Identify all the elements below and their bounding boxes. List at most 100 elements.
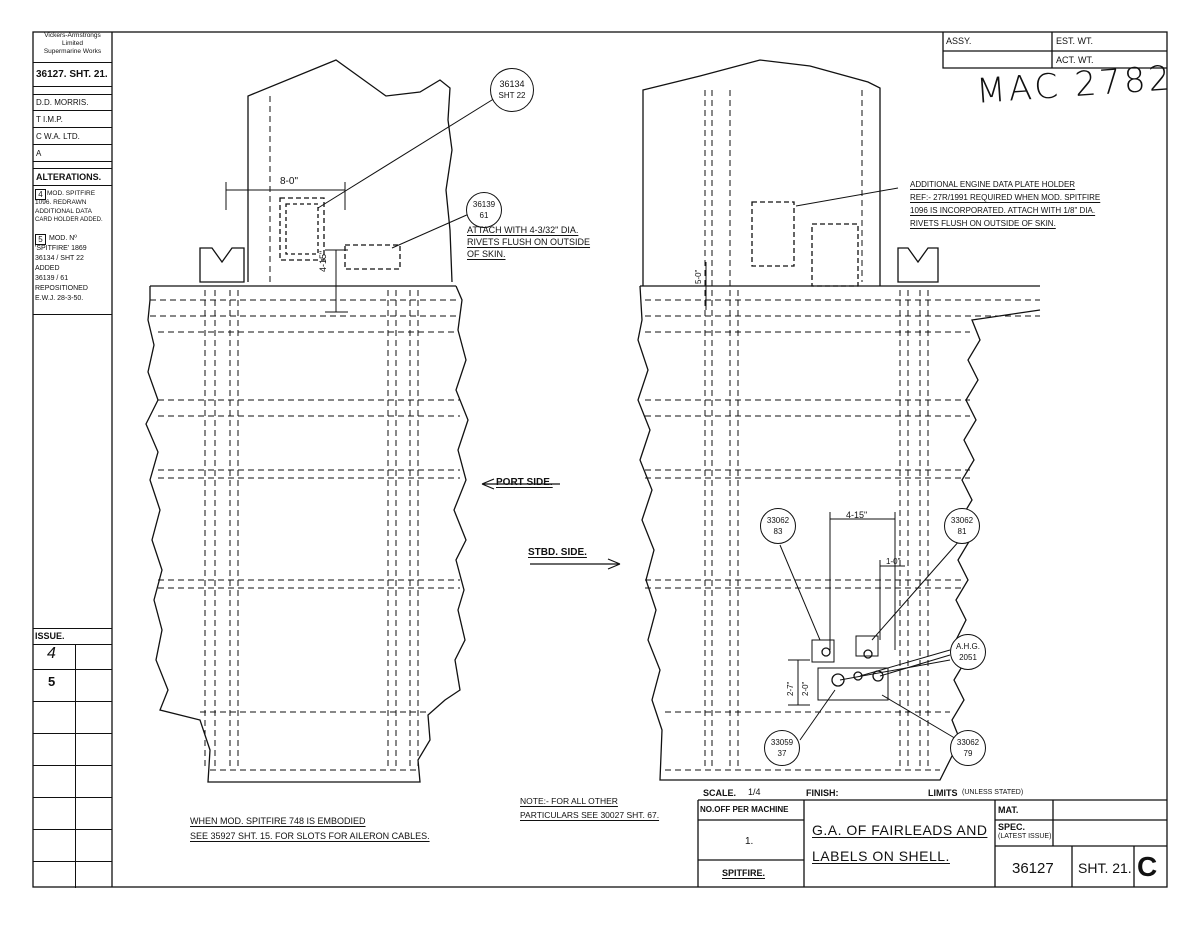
limits-sub: (UNLESS STATED) (962, 789, 1024, 796)
alteration-4-line: CARD HOLDER ADDED. (35, 217, 103, 223)
port-view-hidden-lines (150, 96, 460, 771)
balloon-sheet: 79 (963, 749, 973, 758)
dim-span: 4-15" (846, 510, 868, 520)
alteration-5-line: E.W.J. 28-3-50. (35, 295, 84, 302)
balloon-ahg-2051: A.H.G. 2051 (950, 634, 986, 670)
draughtsman-cell: D.D. MORRIS. (33, 94, 112, 111)
balloon-part: 33059 (770, 738, 794, 747)
issue-rule (33, 829, 112, 830)
issue-rule (33, 797, 112, 798)
finish-label: FINISH: (806, 788, 839, 798)
data-plate-note-line: REF:- 27R/1991 REQUIRED WHEN MOD. SPITFI… (910, 193, 1101, 202)
issue-col-rule (75, 644, 76, 888)
balloon-part: 33062 (766, 516, 790, 525)
balloon-part: 33062 (956, 738, 980, 747)
spec-sub: (LATEST ISSUE) (998, 833, 1052, 840)
alteration-5: 5 MOD. Nº 'SPITFIRE' 1869 36134 / SHT 22… (33, 233, 112, 319)
issue-rule (33, 765, 112, 766)
balloon-36139: 36139 61 (466, 192, 502, 228)
balloon-sheet: 61 (479, 211, 489, 220)
port-view-fittings (225, 182, 401, 313)
dim-top: 5-0" (694, 269, 703, 284)
other-note-line: NOTE:- FOR ALL OTHER (520, 796, 618, 806)
per-machine-label: No.OFF PER MACHINE (700, 805, 789, 814)
alteration-5-line: REPOSITIONED (35, 285, 88, 292)
est-wt-label: EST. WT. (1056, 36, 1094, 46)
scale-value: 1/4 (748, 787, 761, 797)
other-note-line: PARTICULARS SEE 30027 SHT. 67. (520, 810, 660, 820)
alteration-4-line: ADDITIONAL DATA (35, 208, 92, 215)
dim-v1: 2-7" (786, 681, 795, 696)
alteration-4-line: 1096. REDRAWN (35, 199, 87, 206)
act-wt-label: ACT. WT. (1056, 55, 1094, 65)
maker-name: Vickers-Armstrongs (44, 32, 101, 39)
maker-limited: Limited (62, 40, 83, 47)
stbd-leader-lines (779, 539, 961, 741)
attach-note-line: OF SKIN. (467, 249, 506, 259)
aircraft-type: SPITFIRE. (722, 868, 766, 878)
data-plate-note-line: RIVETS FLUSH ON OUTSIDE OF SKIN. (910, 219, 1056, 228)
balloon-sheet: 37 (777, 749, 787, 758)
stbd-view-fittings (705, 187, 905, 706)
balloon-33059-37: 33059 37 (764, 730, 800, 766)
balloon-part: 36134 (499, 79, 525, 89)
mod-note-line: SEE 35927 SHT. 15. FOR SLOTS FOR AILERON… (190, 831, 430, 841)
data-plate-note-line: ADDITIONAL ENGINE DATA PLATE HOLDER (910, 180, 1076, 189)
mod-note-line: WHEN MOD. SPITFIRE 748 IS EMBODIED (190, 816, 366, 826)
issue-letter: C (1137, 851, 1158, 882)
balloon-sheet: 2051 (959, 653, 977, 662)
balloon-33062-83: 33062 83 (760, 508, 796, 544)
title-block-lines (697, 799, 1167, 887)
dim-width: 8-0" (280, 176, 299, 187)
title-drawing-number: 36127 (1012, 860, 1054, 877)
dim-small: 1-0" (886, 557, 901, 566)
alteration-5-line: MOD. Nº (49, 235, 77, 242)
balloon-part: 36139 (472, 200, 496, 209)
title-sheet-number: SHT. 21. (1078, 860, 1132, 876)
dim-height: 4-15" (318, 250, 328, 272)
alterations-heading: ALTERATIONS. (33, 168, 112, 186)
data-plate-note-line: 1096 IS INCORPORATED. ATTACH WITH 1/8" D… (910, 206, 1096, 215)
issue-rule (33, 733, 112, 734)
spec-label: SPEC. (998, 822, 1026, 832)
drawing-title-line2: LABELS ON SHELL. (812, 848, 950, 864)
mat-label: MAT. (998, 805, 1019, 815)
balloon-sheet: 81 (957, 527, 967, 536)
balloon-36134: 36134 SHT 22 (490, 68, 534, 112)
dim-v2: 2-0" (801, 681, 810, 696)
issue-rule (33, 701, 112, 702)
issue-5: 5 (48, 674, 56, 689)
alterations-bottom-rule (33, 314, 112, 315)
alteration-4-line: MOD. SPITFIRE (47, 190, 96, 197)
issue-rule (33, 861, 112, 862)
maker-cell: Vickers-Armstrongs Limited Supermarine W… (33, 32, 112, 63)
scale-label: SCALE. (703, 788, 737, 798)
balloon-33062-79: 33062 79 (950, 730, 986, 766)
alteration-4: 4 MOD. SPITFIRE 1096. REDRAWN ADDITIONAL… (33, 188, 112, 232)
alteration-5-line: 36139 / 61 (35, 275, 69, 282)
attach-note-line: ATTACH WITH 4-3/32" DIA. (467, 225, 579, 235)
checker-cell: C W.A. LTD. (33, 128, 112, 145)
balloon-part: A.H.G. (955, 642, 980, 651)
issue-rule (33, 669, 112, 670)
per-machine-value: 1. (745, 836, 754, 847)
balloon-part: 33062 (950, 516, 974, 525)
sheet-border (32, 31, 1168, 888)
approver-cell: A (33, 145, 112, 162)
port-view-outline (145, 59, 469, 783)
balloon-33062-81: 33062 81 (944, 508, 980, 544)
assy-box (942, 32, 1167, 69)
maker-works: Supermarine Works (43, 48, 102, 55)
balloon-sheet: 83 (773, 527, 783, 536)
issue-4: 4 (47, 645, 56, 662)
alteration-5-line: 36134 / SHT 22 (35, 255, 84, 262)
balloon-sheet: SHT 22 (498, 91, 526, 100)
issue-table: ISSUE. 4 5 (33, 628, 112, 888)
issue-heading: ISSUE. (35, 631, 65, 641)
tracer-cell: T I.M.P. (33, 111, 112, 128)
drawing-number-cell: 36127. SHT. 21. (33, 62, 112, 87)
stbd-side-label: STBD. SIDE. (528, 547, 587, 558)
port-side-label: PORT SIDE. (496, 477, 553, 488)
attach-note-line: RIVETS FLUSH ON OUTSIDE (467, 237, 591, 247)
